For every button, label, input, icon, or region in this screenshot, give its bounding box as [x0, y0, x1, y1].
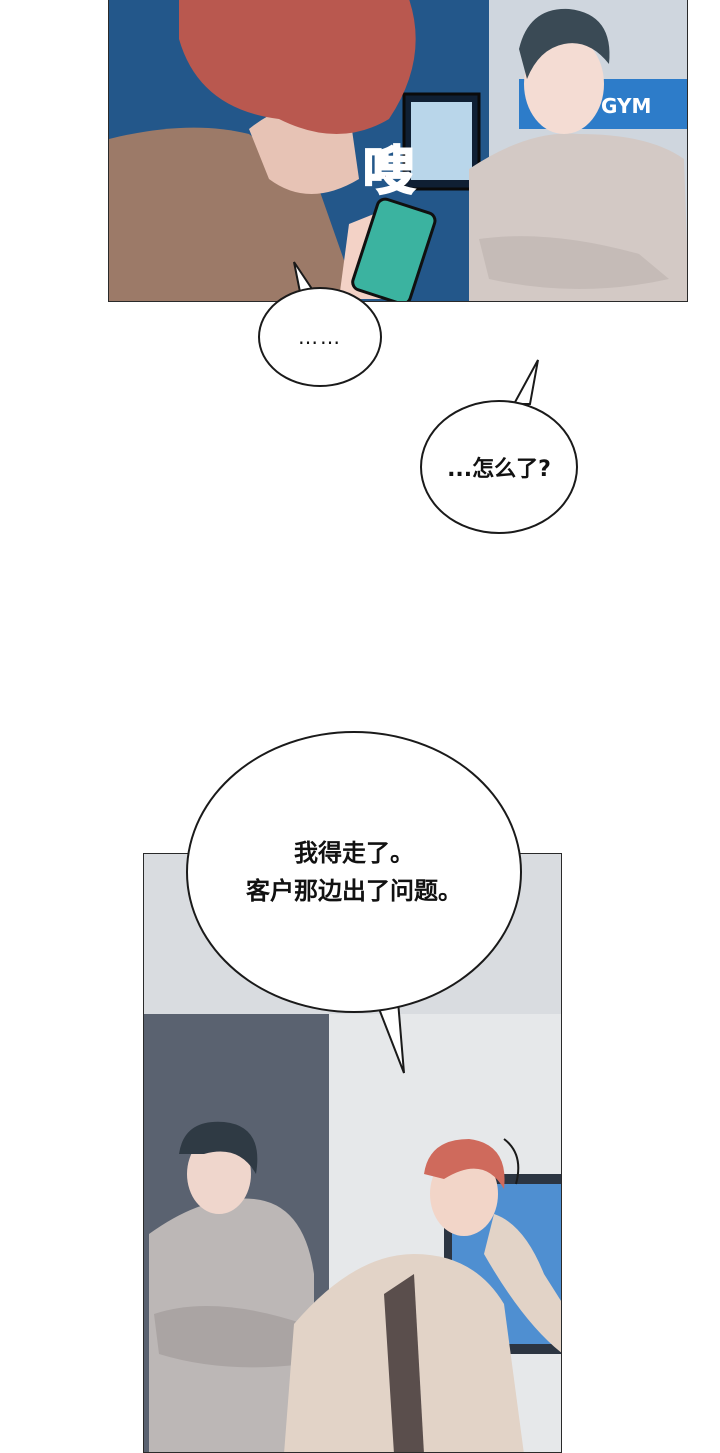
bubble-text-what-happened: ...怎么了?	[447, 457, 551, 482]
right-character-face	[524, 34, 604, 134]
left-character-hair	[179, 0, 416, 134]
bubble-text-ellipsis: ……	[298, 325, 342, 349]
bubble-text-leave-line1: 我得走了。	[294, 839, 414, 867]
sound-effect-text: 嗖	[362, 141, 416, 203]
crossed-arms	[479, 236, 669, 289]
monitor-screen	[411, 102, 472, 180]
speech-bubble-leave: 我得走了。 客户那边出了问题。	[186, 731, 522, 1013]
phone	[351, 197, 437, 301]
speech-bubble-ellipsis: ……	[258, 287, 382, 387]
left-man-hair	[179, 1121, 258, 1174]
left-man-crossed-arms	[154, 1306, 304, 1368]
right-man-shirt	[384, 1274, 424, 1452]
gym-sign-text: GYM	[601, 94, 651, 118]
motion-line	[503, 1138, 520, 1185]
bubble-text-leave-line2: 客户那边出了问题。	[246, 877, 462, 905]
right-character-hair	[519, 8, 610, 80]
speech-bubble-what-happened: ...怎么了?	[420, 400, 578, 534]
right-man-hair	[424, 1139, 505, 1189]
comic-panel-top: GYM 嗖	[108, 0, 688, 302]
panel-top-artwork: GYM	[109, 0, 687, 301]
right-man-raised-arm	[484, 1214, 561, 1353]
comic-panel-bottom	[143, 853, 562, 1453]
